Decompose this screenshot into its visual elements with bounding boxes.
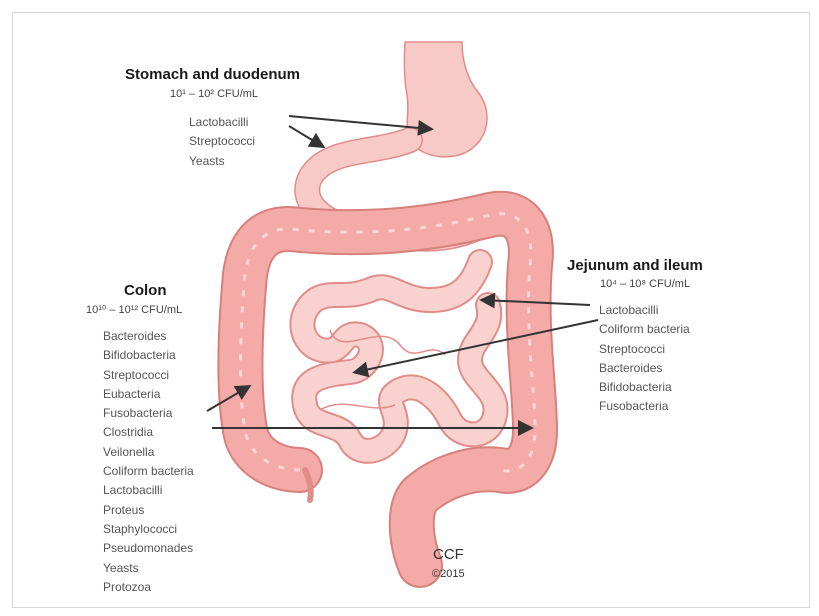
stomach-title: Stomach and duodenum (125, 66, 300, 83)
list-item: Pseudomonades (103, 539, 194, 558)
jejunum-organism-list: Lactobacilli Coliform bacteria Streptoco… (599, 301, 690, 417)
list-item: Fusobacteria (103, 404, 194, 423)
credit-name: CCF (433, 546, 464, 563)
list-item: Bifidobacteria (103, 346, 194, 365)
stomach-organism-list: Lactobacilli Streptococci Yeasts (189, 113, 255, 171)
jejunum-count: 10⁴ – 10⁸ CFU/mL (600, 278, 690, 290)
list-item: Fusobacteria (599, 397, 690, 416)
list-item: Bifidobacteria (599, 378, 690, 397)
list-item: Lactobacilli (599, 301, 690, 320)
colon-title: Colon (124, 282, 167, 299)
arrow-to-duodenum (289, 126, 322, 146)
list-item: Bacteroides (599, 359, 690, 378)
colon-count: 10¹⁰ – 10¹² CFU/mL (86, 303, 182, 316)
list-item: Bacteroides (103, 327, 194, 346)
list-item: Lactobacilli (189, 113, 255, 132)
list-item: Coliform bacteria (599, 320, 690, 339)
stomach-count: 10¹ – 10² CFU/mL (170, 88, 258, 100)
jejunum-title: Jejunum and ileum (567, 257, 703, 274)
list-item: Staphylococci (103, 520, 194, 539)
list-item: Eubacteria (103, 385, 194, 404)
small-intestine-shape (302, 262, 495, 451)
list-item: Lactobacilli (103, 481, 194, 500)
list-item: Streptococci (189, 132, 255, 151)
list-item: Proteus (103, 501, 194, 520)
list-item: Streptococci (599, 340, 690, 359)
list-item: Coliform bacteria (103, 462, 194, 481)
colon-organism-list: Bacteroides Bifidobacteria Streptococci … (103, 327, 194, 597)
credit-year: ©2015 (432, 568, 465, 580)
list-item: Yeasts (189, 152, 255, 171)
list-item: Streptococci (103, 366, 194, 385)
list-item: Veilonella (103, 443, 194, 462)
list-item: Protozoa (103, 578, 194, 597)
list-item: Yeasts (103, 559, 194, 578)
list-item: Clostridia (103, 423, 194, 442)
